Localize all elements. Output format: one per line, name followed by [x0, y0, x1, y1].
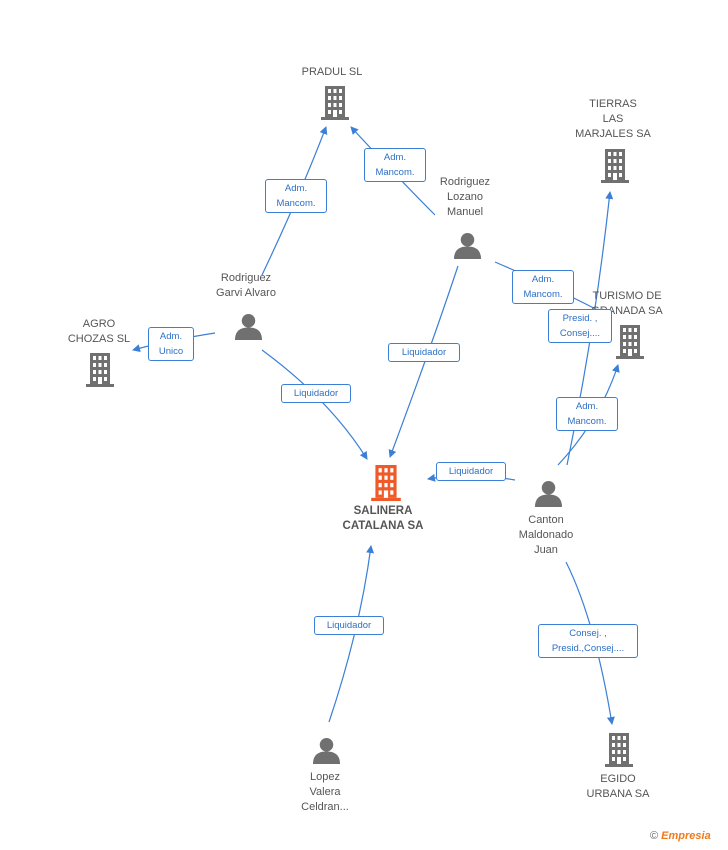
node-label-egido[interactable]: EGIDO URBANA SA [586, 773, 650, 800]
edge-label-lozano-pradul: Adm. Mancom. [364, 148, 426, 182]
edge-label-garvi-pradul: Adm. Mancom. [265, 179, 327, 213]
person-icon[interactable] [454, 232, 481, 259]
edge-label-garvi-agro: Adm. Unico [148, 327, 194, 361]
person-icon[interactable] [313, 737, 340, 764]
edge-label-canton-tierras: Presid. , Consej.... [548, 309, 612, 343]
node-label-salinera[interactable]: SALINERA CATALANA SA [342, 505, 424, 532]
node-label-turismo[interactable]: TURISMO DE GRANADA SA [591, 290, 663, 317]
node-label-lopez[interactable]: Lopez Valera Celdran... [301, 771, 349, 813]
edge-garvi-salinera [261, 349, 368, 460]
copyright-symbol: © [650, 830, 659, 842]
building-icon[interactable] [371, 465, 401, 501]
building-icon[interactable] [601, 149, 629, 183]
building-icon[interactable] [605, 733, 633, 767]
brand-logo[interactable]: Empresia [661, 830, 711, 842]
building-icon[interactable] [321, 86, 349, 120]
edge-label-canton-egido: Consej. , Presid.,Consej.... [538, 624, 638, 658]
node-label-agro[interactable]: AGRO CHOZAS SL [67, 318, 131, 345]
node-label-canton[interactable]: Canton Maldonado Juan [518, 514, 574, 556]
person-icon[interactable] [235, 313, 262, 340]
edge-label-lozano-turismo: Adm. Mancom. [512, 270, 574, 304]
edge-label-garvi-salinera: Liquidador [281, 384, 351, 403]
node-label-pradul[interactable]: PRADUL SL [301, 66, 363, 78]
edge-label-lopez-salinera: Liquidador [314, 616, 384, 635]
building-icon[interactable] [616, 325, 644, 359]
building-icon[interactable] [86, 353, 114, 387]
node-label-rodriguez-lozano[interactable]: Rodriguez Lozano Manuel [439, 176, 491, 218]
edge-label-lozano-salinera: Liquidador [388, 343, 460, 362]
person-icon[interactable] [535, 480, 562, 507]
edge-label-canton-turismo: Adm. Mancom. [556, 397, 618, 431]
node-label-rodriguez-garvi[interactable]: Rodriguez Garvi Alvaro [216, 272, 276, 299]
edge-label-canton-salinera: Liquidador [436, 462, 506, 481]
copyright-notice: © Empresia [650, 830, 711, 842]
node-label-tierras[interactable]: TIERRAS LAS MARJALES SA [575, 98, 651, 140]
